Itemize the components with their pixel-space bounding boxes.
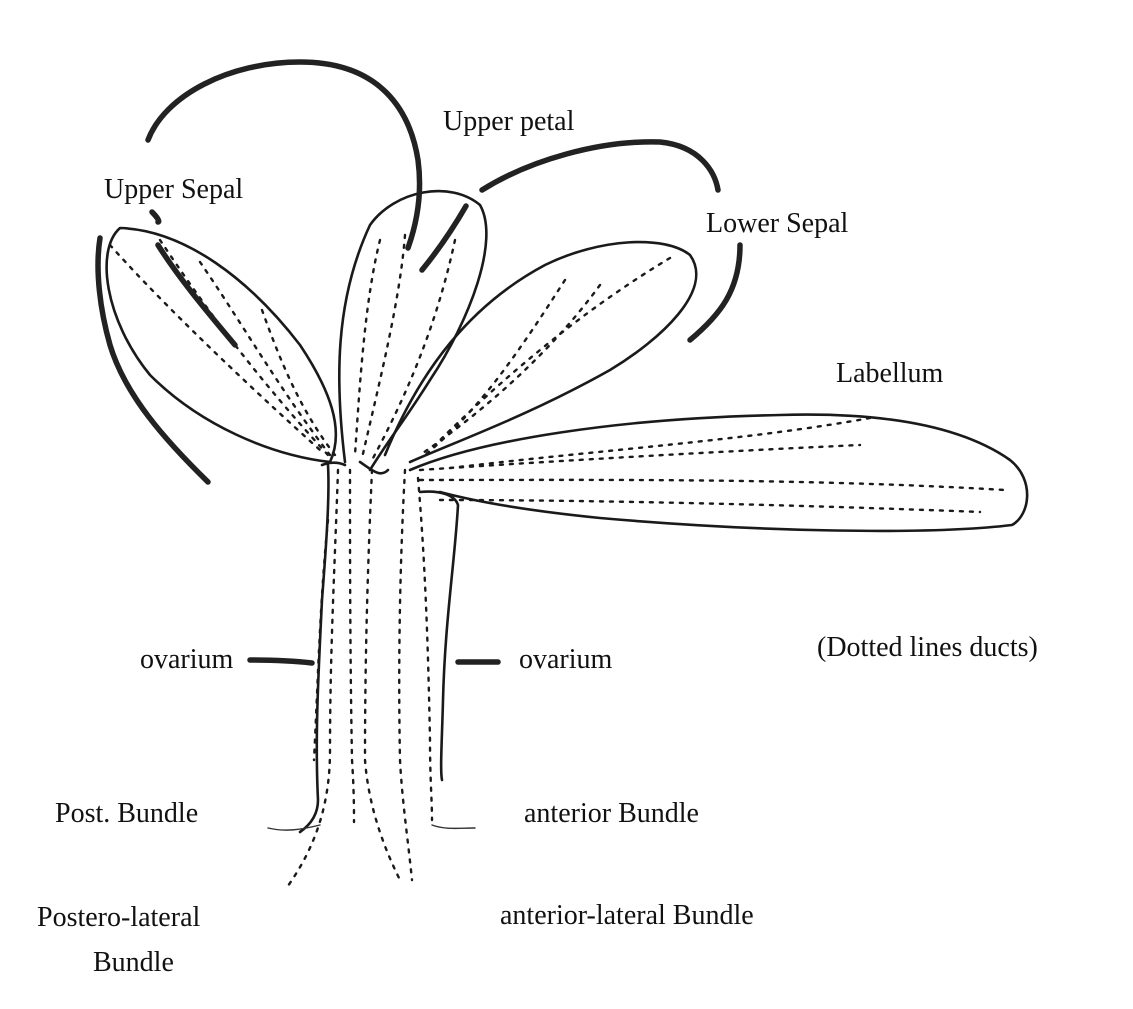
label-anterior-bundle: anterior Bundle [524, 798, 699, 829]
lower-sepal-pointer-bottom [687, 242, 743, 343]
duct-lines [108, 233, 1007, 892]
upper-sepal-pointer [149, 209, 162, 225]
upper-petal-pointer [145, 59, 423, 251]
upper-petal-outline [337, 189, 488, 472]
upper-petal-inner-stroke [419, 203, 469, 273]
bundle-ticks [267, 824, 476, 831]
label-pointers [95, 59, 743, 666]
ovarium-left-pointer [247, 657, 315, 666]
label-post-bundle: Post. Bundle [55, 798, 199, 829]
upper-sepal-inner-stroke [155, 242, 238, 348]
labellum-outline [408, 413, 1029, 533]
label-anterior-lateral-bundle: anterior-lateral Bundle [500, 900, 754, 931]
label-labellum: Labellum [836, 358, 944, 389]
upper-sepal-outline [105, 226, 338, 464]
label-ovarium-right: ovarium [519, 644, 613, 675]
upper-sepal-outer-stroke [95, 235, 211, 485]
label-postero-lateral-2: Bundle [93, 947, 174, 978]
label-upper-petal: Upper petal [443, 106, 575, 137]
label-ovarium-left: ovarium [140, 644, 234, 675]
label-upper-sepal: Upper Sepal [104, 174, 244, 205]
lower-sepal-pointer-top [479, 139, 721, 193]
ovarium-left-wall [298, 463, 330, 834]
label-postero-lateral-1: Postero-lateral [37, 902, 201, 933]
column-top [320, 460, 390, 475]
label-lower-sepal: Lower Sepal [706, 208, 849, 239]
lower-sepal-outline [383, 240, 698, 464]
label-dotted-note: (Dotted lines ducts) [817, 632, 1038, 663]
ovarium-right-wall [418, 490, 460, 782]
